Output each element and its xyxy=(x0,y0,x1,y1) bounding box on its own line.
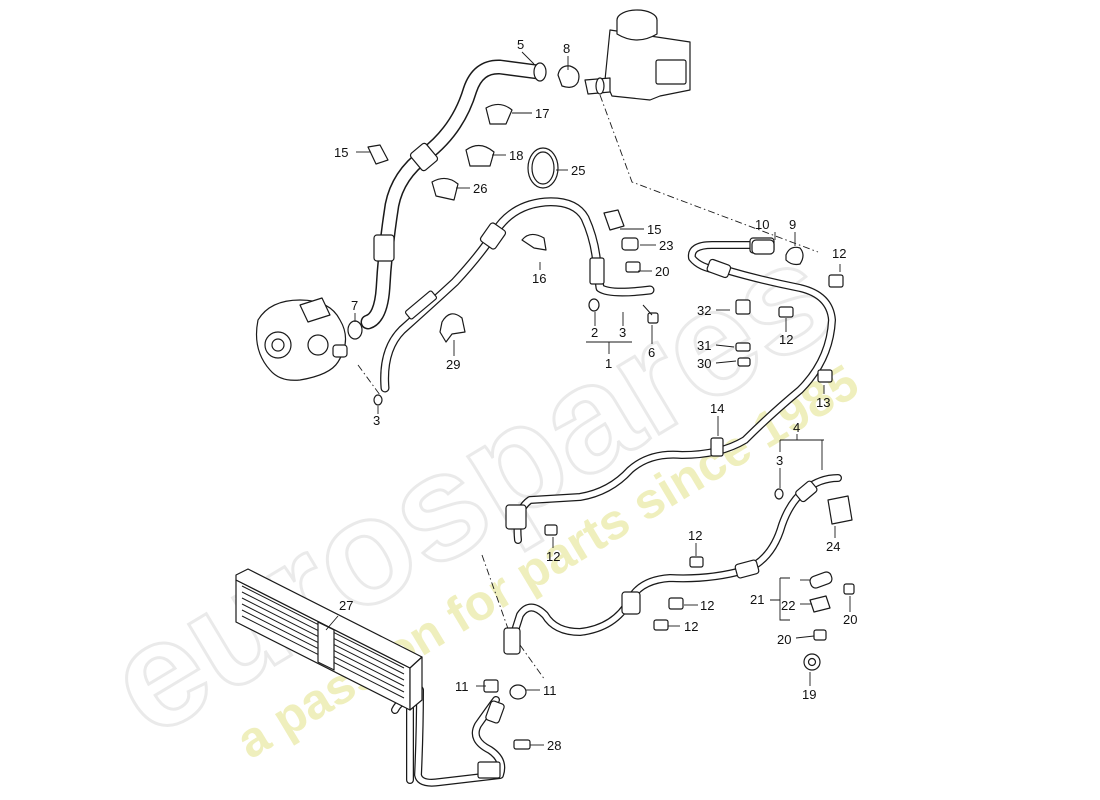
callout-12a: 12 xyxy=(832,246,846,261)
callout-12d: 12 xyxy=(688,528,702,543)
callout-10: 10 xyxy=(755,217,769,232)
steering-pump xyxy=(255,297,348,381)
callout-11b: 11 xyxy=(543,683,557,698)
callout-2: 2 xyxy=(591,325,598,340)
callout-12b: 12 xyxy=(779,332,793,347)
callout-12f: 12 xyxy=(684,619,698,634)
callout-3a: 3 xyxy=(373,413,380,428)
callout-29: 29 xyxy=(446,357,460,372)
callout-1: 1 xyxy=(605,356,612,371)
callout-21: 21 xyxy=(750,592,764,607)
watermark: eurospares a passion for parts since 198… xyxy=(78,205,867,769)
callout-9: 9 xyxy=(789,217,796,232)
callout-31: 31 xyxy=(697,338,711,353)
callout-24: 24 xyxy=(826,539,840,554)
callout-5: 5 xyxy=(517,37,524,52)
callout-3c: 3 xyxy=(776,453,783,468)
pressure-line-1 xyxy=(380,197,655,393)
callout-32: 32 xyxy=(697,303,711,318)
small-parts xyxy=(347,65,855,750)
callout-22: 22 xyxy=(781,598,795,613)
callout-12e: 12 xyxy=(700,598,714,613)
callout-27: 27 xyxy=(339,598,353,613)
cooler-line-4 xyxy=(503,474,842,655)
callout-6: 6 xyxy=(648,345,655,360)
callout-15b: 15 xyxy=(647,222,661,237)
callout-7: 7 xyxy=(351,298,358,313)
callout-30: 30 xyxy=(697,356,711,371)
callout-20c: 20 xyxy=(777,632,791,647)
callout-11a: 11 xyxy=(455,679,469,694)
callout-20b: 20 xyxy=(843,612,857,627)
callout-25: 25 xyxy=(571,163,585,178)
callout-20a: 20 xyxy=(655,264,669,279)
callout-19: 19 xyxy=(802,687,816,702)
callout-16: 16 xyxy=(532,271,546,286)
callout-23: 23 xyxy=(659,238,673,253)
hose-5-supply xyxy=(360,59,547,330)
reservoir xyxy=(584,9,691,101)
callout-26: 26 xyxy=(473,181,487,196)
callout-8: 8 xyxy=(563,41,570,56)
leader-lines xyxy=(325,51,851,746)
callout-labels: 5 8 17 15 18 25 26 15 23 20 16 10 9 12 3… xyxy=(334,37,857,753)
oil-cooler xyxy=(235,568,423,711)
callout-4: 4 xyxy=(793,420,800,435)
callout-14: 14 xyxy=(710,401,724,416)
return-line-upper xyxy=(505,237,836,544)
callout-28: 28 xyxy=(547,738,561,753)
callout-17: 17 xyxy=(535,106,549,121)
callout-13: 13 xyxy=(816,395,830,410)
watermark-brand: eurospares xyxy=(80,207,860,768)
callout-15a: 15 xyxy=(334,145,348,160)
callout-18: 18 xyxy=(509,148,523,163)
assembly-dash-lines xyxy=(357,94,819,681)
callout-12c: 12 xyxy=(546,549,560,564)
callout-3b: 3 xyxy=(619,325,626,340)
